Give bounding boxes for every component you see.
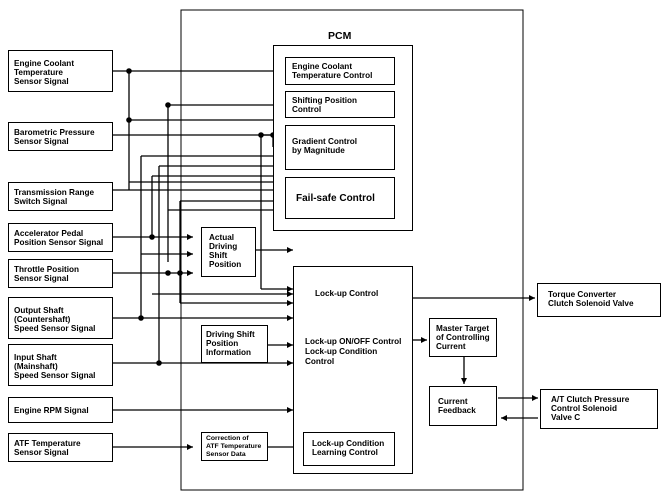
- lockup-onoff-label: Lock-up ON/OFF Control: [305, 337, 402, 346]
- lockup-learning-box: Lock-up Condition Learning Control: [303, 432, 395, 466]
- lockup-condition-label: Lock-up Condition: [305, 347, 378, 356]
- input-transmission-range: Transmission Range Switch Signal: [8, 182, 113, 211]
- lockup-control-label: Lock-up Control: [315, 289, 379, 298]
- driving-shift-position-info-box: Driving Shift Position Information: [201, 325, 268, 363]
- actual-driving-shift-position-box: Actual Driving Shift Position: [201, 227, 256, 277]
- input-input-shaft-speed: Input Shaft (Mainshaft) Speed Sensor Sig…: [8, 344, 113, 386]
- current-feedback-box: Current Feedback: [429, 386, 497, 426]
- input-atf-temperature: ATF Temperature Sensor Signal: [8, 433, 113, 462]
- master-target-box: Master Target of Controlling Current: [429, 318, 497, 357]
- input-accelerator-pedal: Accelerator Pedal Position Sensor Signal: [8, 223, 113, 252]
- pcm-title: PCM: [328, 30, 352, 42]
- input-engine-rpm: Engine RPM Signal: [8, 397, 113, 423]
- failsafe-control-box: Fail-safe Control: [285, 177, 395, 219]
- input-output-shaft-speed: Output Shaft (Countershaft) Speed Sensor…: [8, 297, 113, 339]
- input-engine-coolant-temp: Engine Coolant Temperature Sensor Signal: [8, 50, 113, 92]
- input-barometric-pressure: Barometric Pressure Sensor Signal: [8, 122, 113, 151]
- input-throttle-position: Throttle Position Sensor Signal: [8, 259, 113, 288]
- output-at-clutch-pressure: A/T Clutch Pressure Control Solenoid Val…: [540, 389, 658, 429]
- ect-control-box: Engine Coolant Temperature Control: [285, 57, 395, 85]
- output-torque-converter: Torque Converter Clutch Solenoid Valve: [537, 283, 661, 317]
- shifting-position-control-box: Shifting Position Control: [285, 91, 395, 118]
- atf-correction-box: Correction of ATF Temperature Sensor Dat…: [201, 432, 268, 461]
- gradient-control-box: Gradient Control by Magnitude: [285, 125, 395, 170]
